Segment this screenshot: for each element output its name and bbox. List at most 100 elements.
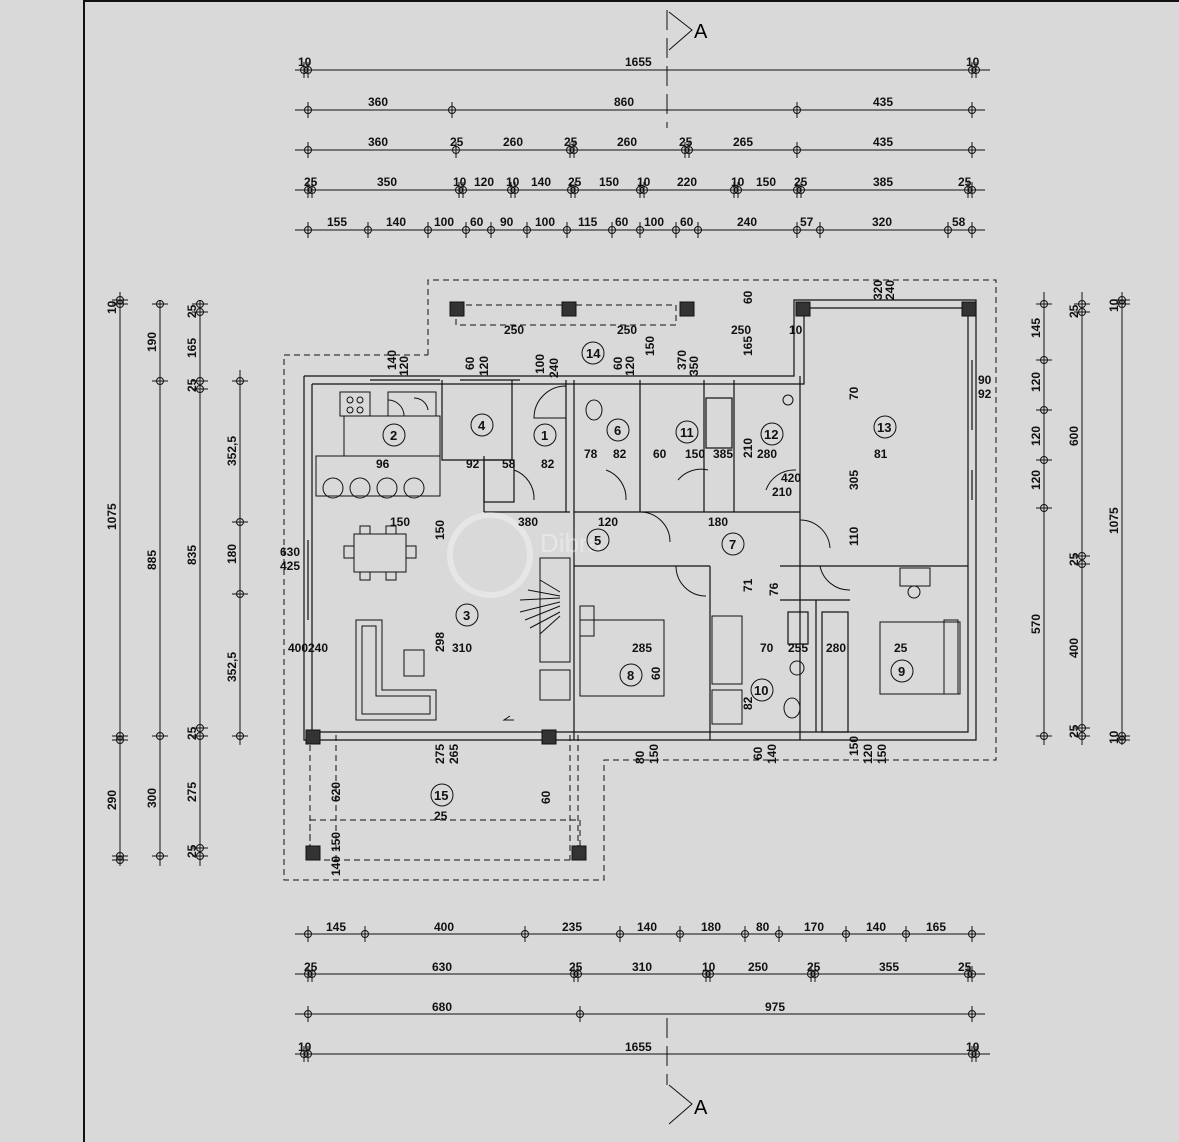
dim-top-2: 435 bbox=[873, 95, 893, 109]
fireplace bbox=[539, 669, 571, 701]
dim-interior: 60 bbox=[653, 447, 667, 461]
watermark-text: Dibra bbox=[540, 528, 603, 558]
column-marker bbox=[795, 301, 811, 317]
dim-interior: 250 bbox=[617, 323, 637, 337]
room-number-14: 14 bbox=[586, 346, 601, 361]
stove-icon bbox=[339, 391, 371, 417]
toilet-icon bbox=[783, 697, 801, 719]
room-number: 11 bbox=[680, 425, 694, 440]
room-marker-6: 6 bbox=[606, 418, 630, 442]
dim-top-3: 260 bbox=[617, 135, 637, 149]
dim-interior: 280 bbox=[757, 447, 777, 461]
dim-top-4: 25 bbox=[794, 175, 808, 189]
section-label-bottom: A bbox=[694, 1097, 708, 1119]
room-number: 9 bbox=[898, 664, 905, 679]
dim-top-3: 435 bbox=[873, 135, 893, 149]
dim-bottom-1: 400 bbox=[434, 920, 454, 934]
dim-top-5: 320 bbox=[872, 215, 892, 229]
right-dimension-chains: 145 25 10 600 120 120 120 1075 25 570 40… bbox=[1029, 292, 1130, 745]
desk-icon bbox=[899, 567, 931, 587]
dim-bottom-2: 25 bbox=[569, 960, 583, 974]
coffee-table bbox=[403, 649, 425, 677]
room-number: 8 bbox=[627, 668, 634, 683]
toilet-icon bbox=[585, 399, 603, 421]
boiler-icon bbox=[782, 394, 794, 406]
dim-top-5: 240 bbox=[737, 215, 757, 229]
dim-right: 25 bbox=[1067, 552, 1081, 566]
dim-bottom-4: 10 bbox=[298, 1040, 312, 1054]
dim-interior: 165 bbox=[741, 336, 755, 356]
dim-interior: 380 bbox=[518, 515, 538, 529]
dim-interior: 150 bbox=[847, 736, 861, 756]
dim-top-5: 100 bbox=[434, 215, 454, 229]
dim-interior: 250 bbox=[504, 323, 524, 337]
dim-top-4: 10 bbox=[731, 175, 745, 189]
staircase bbox=[539, 557, 571, 663]
dim-interior: 400 bbox=[288, 641, 308, 655]
dim-top-5: 60 bbox=[680, 215, 694, 229]
dim-top-3: 25 bbox=[679, 135, 693, 149]
dim-top-5: 100 bbox=[644, 215, 664, 229]
room-number: 10 bbox=[754, 683, 768, 698]
dim-top-4: 120 bbox=[474, 175, 494, 189]
room-marker-10: 10 bbox=[750, 678, 774, 702]
dim-interior: 25 bbox=[894, 641, 908, 655]
dim-left: 25 bbox=[185, 378, 199, 392]
column-marker bbox=[541, 729, 557, 745]
dim-bottom-2: 310 bbox=[632, 960, 652, 974]
dim-left: 290 bbox=[105, 790, 119, 810]
dim-top-4: 385 bbox=[873, 175, 893, 189]
room-number: 13 bbox=[877, 420, 891, 435]
dim-interior: 150 bbox=[685, 447, 705, 461]
dim-interior: 120 bbox=[397, 356, 411, 376]
sink-icon bbox=[387, 391, 437, 417]
dim-bottom-1: 165 bbox=[926, 920, 946, 934]
dim-left: 180 bbox=[225, 544, 239, 564]
dim-top-5: 100 bbox=[535, 215, 555, 229]
dim-top-5: 57 bbox=[800, 215, 814, 229]
dim-interior: 92 bbox=[978, 387, 992, 401]
section-label-top: A bbox=[694, 21, 708, 43]
stair-steps bbox=[519, 579, 561, 635]
bar-stool-icon bbox=[376, 477, 398, 499]
dim-interior: 60 bbox=[611, 356, 625, 370]
dim-interior: 100 bbox=[533, 354, 547, 374]
room-marker-1: 1 bbox=[533, 423, 557, 447]
dim-top-4: 150 bbox=[599, 175, 619, 189]
bar-stool-icon bbox=[322, 477, 344, 499]
room-marker-9: 9 bbox=[890, 659, 914, 683]
dim-interior: 92 bbox=[466, 457, 480, 471]
dim-bottom-1: 80 bbox=[756, 920, 770, 934]
door-swings bbox=[387, 385, 851, 721]
dim-interior: 120 bbox=[623, 356, 637, 376]
room-marker-2: 2 bbox=[382, 423, 406, 447]
room-marker-8: 8 bbox=[619, 663, 643, 687]
section-mark-bottom: A bbox=[666, 1018, 708, 1125]
dim-interior: 120 bbox=[598, 515, 618, 529]
dim-top-3: 25 bbox=[450, 135, 464, 149]
bar-stool-icon bbox=[403, 477, 425, 499]
dim-top-4: 25 bbox=[958, 175, 972, 189]
dim-interior: 60 bbox=[751, 746, 765, 760]
shower-icon bbox=[711, 689, 743, 725]
room-number: 4 bbox=[478, 418, 486, 433]
dim-interior: 150 bbox=[643, 336, 657, 356]
dim-bottom-1: 170 bbox=[804, 920, 824, 934]
dim-interior: 298 bbox=[433, 632, 447, 652]
dim-bottom-1: 235 bbox=[562, 920, 582, 934]
dim-bottom-3: 975 bbox=[765, 1000, 785, 1014]
dim-interior: 240 bbox=[883, 280, 897, 300]
dim-bottom-4: 10 bbox=[966, 1040, 980, 1054]
kitchen-counter bbox=[315, 455, 441, 497]
dim-interior: 150 bbox=[329, 832, 343, 852]
column-markers bbox=[305, 301, 977, 861]
dim-bottom-4: 1655 bbox=[625, 1040, 652, 1054]
dim-top-2: 360 bbox=[368, 95, 388, 109]
dim-left: 165 bbox=[185, 338, 199, 358]
dim-right: 400 bbox=[1067, 638, 1081, 658]
dim-interior: 210 bbox=[741, 438, 755, 458]
dim-right: 570 bbox=[1029, 614, 1043, 634]
dim-right: 10 bbox=[1107, 298, 1121, 312]
dim-left: 1075 bbox=[105, 503, 119, 530]
dim-interior: 425 bbox=[280, 559, 300, 573]
